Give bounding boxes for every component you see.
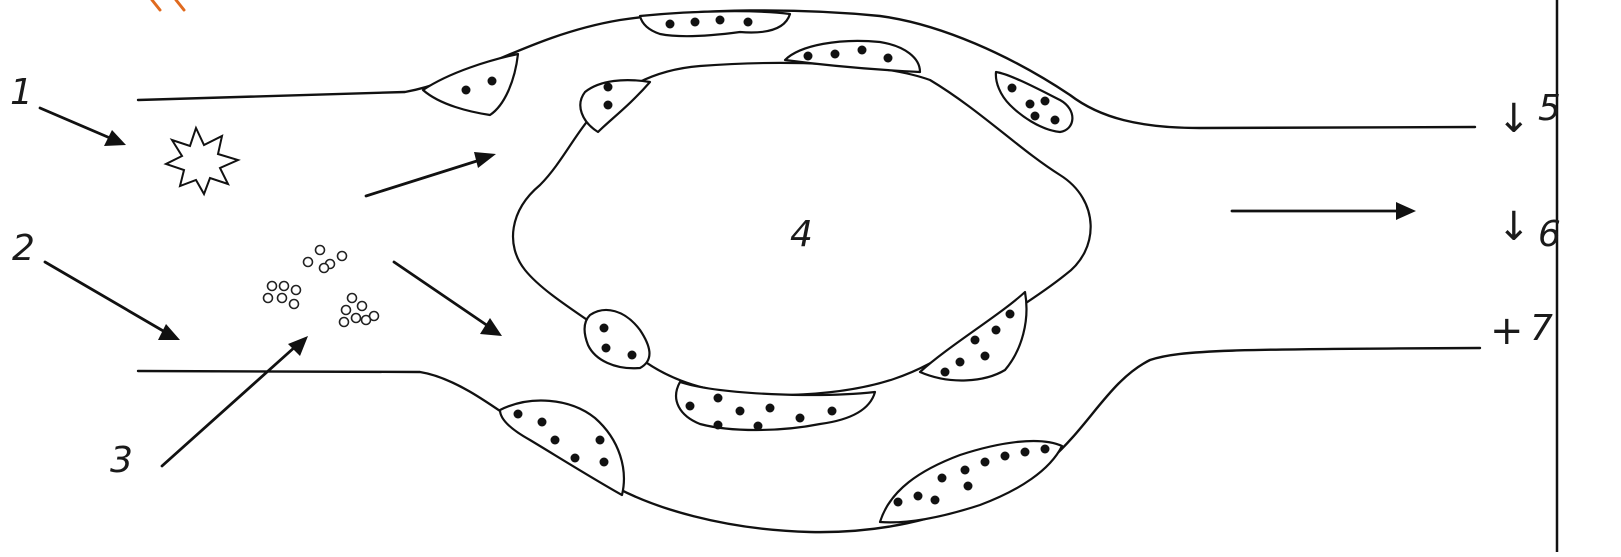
deposit-upper-top bbox=[640, 11, 790, 36]
arrow-inflow-lower bbox=[394, 262, 502, 336]
deposit-upper-left bbox=[423, 54, 518, 115]
label-4: 4 bbox=[790, 214, 813, 255]
label-5: 5 bbox=[1538, 88, 1561, 129]
symbol-7: + bbox=[1490, 308, 1524, 354]
label-2: 2 bbox=[12, 228, 35, 269]
arrow-inflow-upper bbox=[366, 152, 496, 196]
orange-fragment-mark bbox=[152, 0, 184, 10]
label-7: 7 bbox=[1530, 308, 1553, 349]
label-3: 3 bbox=[110, 440, 133, 481]
symbol-6: ↓ bbox=[1497, 204, 1531, 250]
deposit-lower-left bbox=[500, 401, 624, 495]
label-6: 6 bbox=[1538, 214, 1561, 255]
deposit-upper-right bbox=[996, 72, 1073, 132]
arrow-3 bbox=[162, 336, 308, 466]
arrow-1 bbox=[40, 108, 126, 146]
arrow-outflow bbox=[1232, 202, 1416, 220]
small-circles-cluster-icon bbox=[264, 246, 379, 327]
deposit-lower-right bbox=[880, 441, 1062, 522]
symbol-5: ↓ bbox=[1497, 96, 1531, 142]
label-1: 1 bbox=[10, 72, 33, 113]
arrow-2 bbox=[45, 262, 180, 340]
star-burst-icon bbox=[166, 128, 238, 194]
